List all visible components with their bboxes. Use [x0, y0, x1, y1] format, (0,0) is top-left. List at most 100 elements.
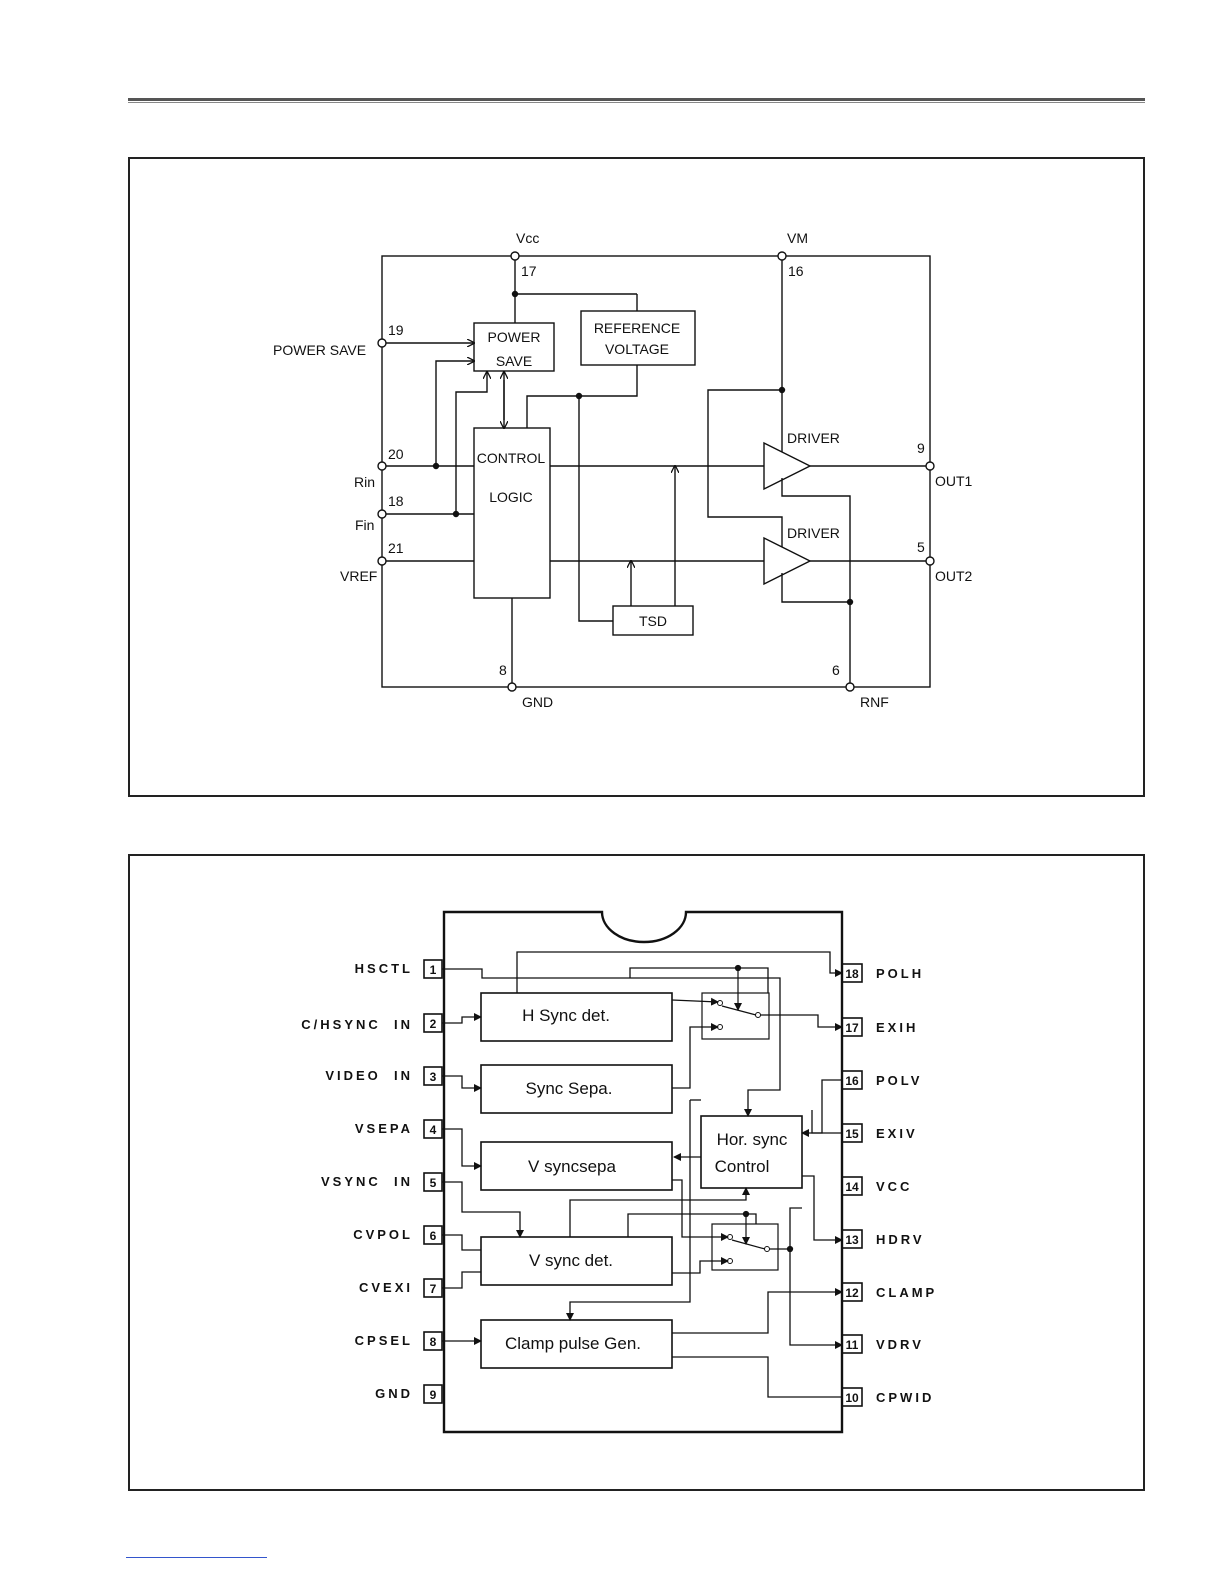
- pin-16-name: POLV: [876, 1073, 922, 1088]
- pin-5-number: 5: [917, 539, 925, 555]
- pin-9-terminal: [925, 461, 935, 471]
- pin-17-number: 17: [845, 1021, 859, 1035]
- pin-20-terminal: [377, 461, 387, 471]
- driver2-label: DRIVER: [787, 525, 840, 541]
- pin-5-name: VSYNC IN: [321, 1174, 413, 1189]
- hsd-to-switch: [671, 997, 719, 1006]
- pin-8-terminal: [507, 682, 517, 692]
- pin-1-number: 1: [430, 963, 437, 977]
- pin-12-name: CLAMP: [876, 1285, 937, 1300]
- reference-block-label-2: VOLTAGE: [605, 341, 669, 357]
- hsctl-wire: [442, 968, 781, 1117]
- left-pin-boxes: [423, 959, 443, 1404]
- header-rule-thin: [128, 102, 1145, 103]
- footer-rule: [126, 1557, 267, 1558]
- pin-4-name: VSEPA: [355, 1121, 413, 1136]
- pin-3-name: VIDEO IN: [325, 1068, 413, 1083]
- ss-to-switch: [672, 1023, 719, 1089]
- switch-contact: [717, 1000, 723, 1006]
- pin-2-name: C/HSYNC IN: [301, 1017, 413, 1032]
- outer-rail: [381, 255, 931, 688]
- v-sync-det-block: [480, 1236, 673, 1286]
- pin-19-terminal: [377, 338, 387, 348]
- control-block-label-1: CONTROL: [477, 450, 546, 466]
- header-rule: [128, 98, 1145, 101]
- junction-dot: [846, 598, 854, 606]
- clamp-out-wire: [672, 1288, 843, 1334]
- pin-7-name: CVEXI: [359, 1280, 413, 1295]
- pin-10-name: CPWID: [876, 1390, 934, 1405]
- pin-13-number: 13: [845, 1233, 859, 1247]
- switch-contact: [727, 1258, 733, 1264]
- pin-8-name: CPSEL: [355, 1333, 413, 1348]
- pin-15-number: 15: [845, 1127, 859, 1141]
- cvexi-wire: [442, 1271, 481, 1289]
- hor-sync-label-1: Hor. sync: [717, 1130, 788, 1149]
- pin-6-name: CVPOL: [353, 1227, 413, 1242]
- pin-9-number: 9: [917, 440, 925, 456]
- pin-9-number: 9: [430, 1388, 437, 1402]
- vdrv-tap: [789, 1207, 802, 1249]
- pin-1-name: HSCTL: [355, 961, 413, 976]
- tsd-supply-wire: [578, 396, 613, 622]
- pin-2-number: 2: [430, 1017, 437, 1031]
- pin-4-number: 4: [430, 1123, 437, 1137]
- switch-contact: [727, 1234, 733, 1240]
- hswitch-to-exih: [760, 1014, 843, 1031]
- sync-ic-diagram: [423, 910, 863, 1434]
- pin-8-number: 8: [499, 662, 507, 678]
- polv-wire: [801, 1079, 842, 1137]
- sync-ic-wiring: [442, 951, 843, 1398]
- junction-dot: [511, 290, 519, 298]
- pin-13-name: HDRV: [876, 1232, 925, 1247]
- pin-9-name: GND: [375, 1386, 413, 1401]
- pin-8-number: 8: [430, 1335, 437, 1349]
- rnf-label: RNF: [860, 694, 889, 710]
- vm-to-driver2: [707, 389, 783, 547]
- vm-label: VM: [787, 230, 808, 246]
- clamp-pulse-label: Clamp pulse Gen.: [505, 1334, 641, 1353]
- pin-18-terminal: [377, 509, 387, 519]
- power-save-block-label-2: SAVE: [496, 353, 532, 369]
- motor-driver-diagram: [377, 251, 935, 692]
- rin-label: Rin: [354, 474, 375, 490]
- out2-label: OUT2: [935, 568, 973, 584]
- pin-14-box: [841, 1176, 863, 1196]
- switch-contact: [755, 1012, 761, 1018]
- hsw-ctrl-wire: [629, 967, 769, 993]
- vcc-pin-number: 17: [521, 263, 537, 279]
- pin-12-number: 12: [845, 1286, 859, 1300]
- pin-14-name: VCC: [876, 1179, 912, 1194]
- pin-6-number: 6: [430, 1229, 437, 1243]
- vref-label: VREF: [340, 568, 377, 584]
- vsync-in-wire: [442, 1181, 524, 1238]
- vsw-bus: [569, 1187, 750, 1237]
- pin-11-name: VDRV: [876, 1337, 924, 1352]
- pin-5-number: 5: [430, 1176, 437, 1190]
- tsd-block-label: TSD: [639, 613, 667, 629]
- reference-voltage-block: [580, 310, 696, 366]
- vsw-ctrl: [627, 1213, 757, 1237]
- chsync-in-wire: [442, 1013, 482, 1024]
- h-switch-arm: [721, 1005, 757, 1016]
- out1-label: OUT1: [935, 473, 973, 489]
- v-switch-arm: [731, 1239, 766, 1250]
- v-syncsepa-label: V syncsepa: [528, 1157, 616, 1176]
- sync-ic-labels: 1 2 3 4 5 6 7 8 9 HSCTL C/HSYNC IN VIDEO…: [301, 961, 937, 1405]
- pin-17-name: EXIH: [876, 1020, 918, 1035]
- pin-3-number: 3: [430, 1070, 437, 1084]
- pin-11-number: 11: [846, 1338, 859, 1352]
- pin-15-name: EXIV: [876, 1126, 918, 1141]
- junction-dot: [734, 964, 742, 972]
- ic-body: [442, 910, 844, 1434]
- pin-21-terminal: [377, 556, 387, 566]
- fin-to-power-save: [455, 372, 487, 514]
- pin-18-name: POLH: [876, 966, 924, 981]
- vsepa-wire: [442, 1128, 482, 1170]
- junction-dot: [786, 1245, 794, 1253]
- reference-block-label-1: REFERENCE: [594, 320, 680, 336]
- power-save-block: [473, 322, 555, 372]
- pin-16-terminal: [777, 251, 787, 261]
- video-in-wire: [442, 1075, 482, 1092]
